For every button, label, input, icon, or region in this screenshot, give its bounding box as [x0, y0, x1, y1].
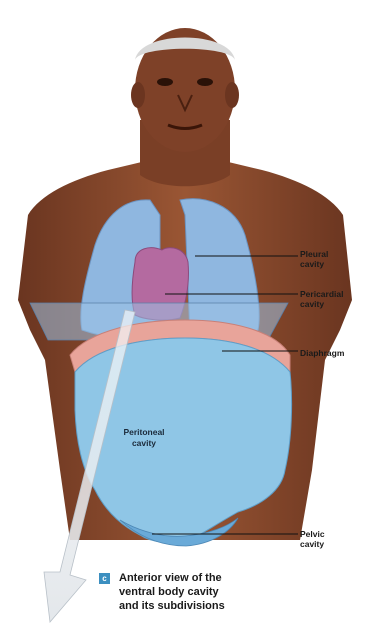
figure-caption: c Anterior view of the ventral body cavi…	[99, 571, 225, 613]
caption-text: Anterior view of the ventral body cavity…	[119, 571, 225, 613]
diaphragm-label: Diaphragm	[300, 348, 344, 358]
peritoneal-cavity-label: Peritoneal cavity	[117, 427, 171, 449]
pelvic-cavity-label: Pelvic cavity	[300, 529, 325, 549]
pleural-cavity-label: Pleural cavity	[300, 249, 328, 269]
pericardial-cavity-label: Pericardial cavity	[300, 289, 343, 309]
caption-badge: c	[99, 573, 110, 584]
